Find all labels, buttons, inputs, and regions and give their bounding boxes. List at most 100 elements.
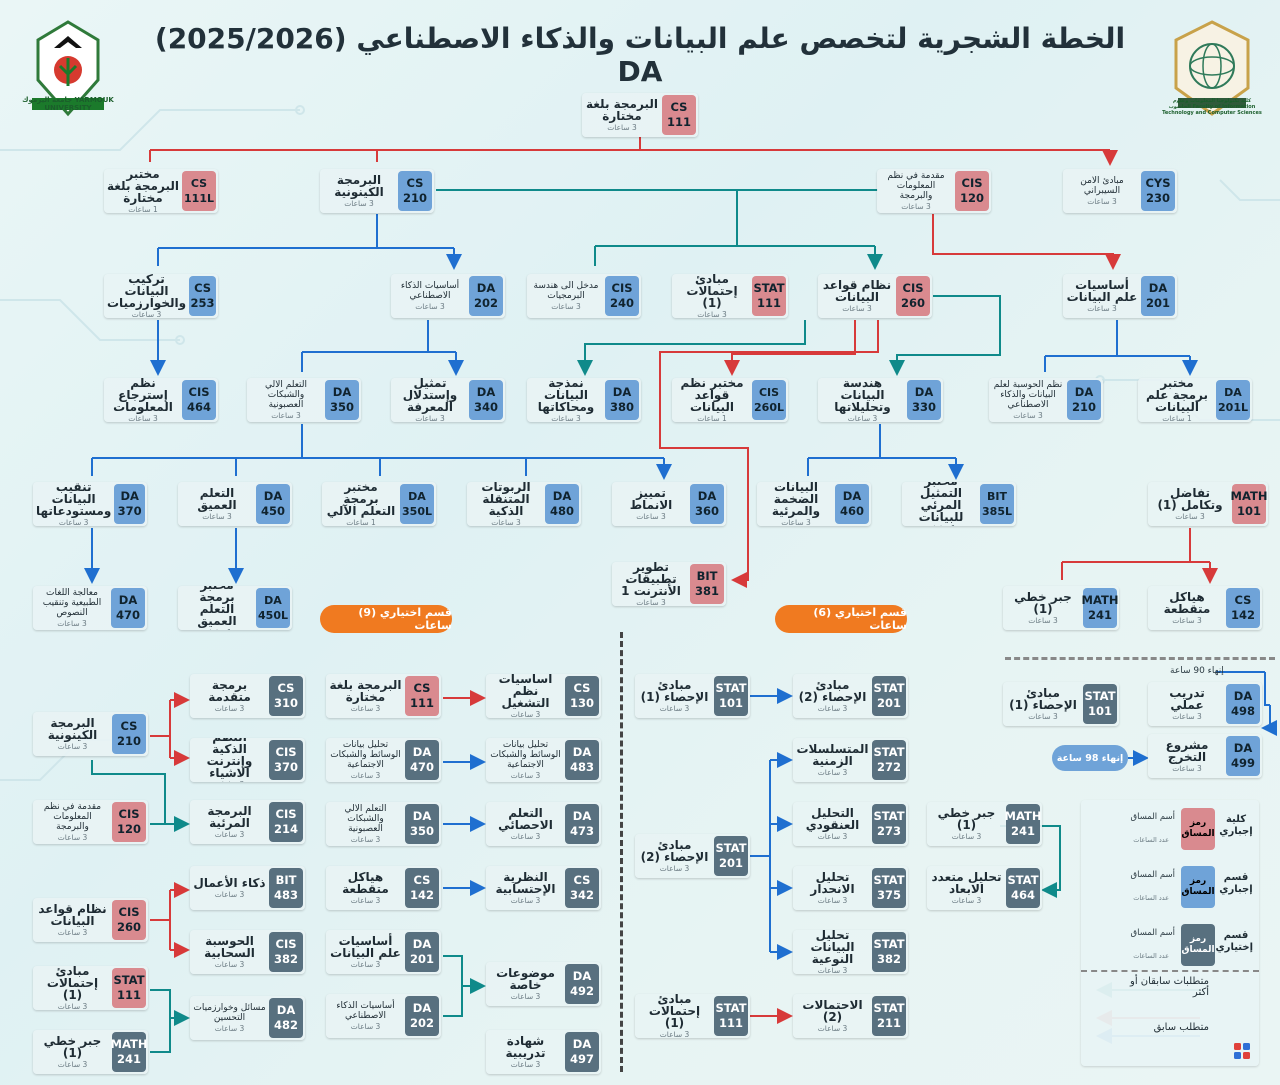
course-credit-hours: 3 ساعات — [551, 414, 581, 422]
course-code-prefix: DA — [412, 745, 432, 759]
course-code-number: 482 — [274, 1018, 299, 1032]
legend-divider — [1081, 970, 1259, 972]
course-name: هياكل متقطعة — [1163, 590, 1211, 616]
course-code-prefix: BIT — [987, 490, 1007, 503]
course-name: مختبر البرمجة بلغة مختارة — [107, 169, 179, 205]
course-credit-hours: 3 ساعات — [510, 771, 541, 780]
course-code-prefix: MATH — [1081, 593, 1119, 607]
course-credit-hours: 1 ساعات — [926, 524, 956, 526]
course-code-number: 210 — [117, 734, 142, 748]
course-code-prefix: CIS — [118, 905, 140, 919]
course-code-number: 101 — [1237, 504, 1262, 518]
course-code-number: 142 — [1231, 608, 1256, 622]
course-code-prefix: CIS — [275, 937, 297, 951]
course-credit-hours: 3 ساعات — [1028, 616, 1058, 625]
course-code-prefix: STAT — [873, 873, 905, 887]
course-code-prefix: CIS — [118, 807, 140, 821]
course-code-number: 202 — [474, 296, 499, 310]
course-credit-hours: 3 ساعات — [350, 960, 381, 969]
course-code-number: 340 — [474, 400, 499, 414]
course-code-prefix: DA — [914, 385, 934, 399]
course-code-number: 273 — [877, 824, 902, 838]
course-name: مبادئ إحتمالات (1) — [648, 994, 701, 1030]
course-code-number: 330 — [912, 400, 937, 414]
legend-code-swatch: رمز المساق — [1181, 808, 1215, 850]
legend-code-swatch: رمز المساق — [1181, 866, 1215, 908]
course-name: نظام قواعد البيانات — [822, 278, 892, 304]
course-code-number: 350L — [402, 505, 432, 518]
course-credit-hours: 3 ساعات — [817, 896, 848, 905]
course-credit-hours: 3 ساعات — [697, 310, 727, 318]
course-code-prefix: DA — [412, 937, 432, 951]
course-code-number: 201 — [877, 696, 902, 710]
course-name: البرمجة بلغة مختارة — [329, 678, 402, 704]
course-code-number: 211 — [877, 1016, 902, 1030]
course-code-number: 370 — [117, 504, 142, 518]
course-code-prefix: DA — [120, 489, 139, 503]
course-name: مبادئ الإحصاء (1) — [1009, 686, 1077, 712]
right-logo-text: كلية تكنولوجيا المعلومات وعلوم الحاسوب F… — [1162, 98, 1262, 116]
course-credit-hours: 3 ساعات — [659, 704, 690, 713]
course-code-number: 240 — [610, 296, 635, 310]
course-credit-hours: 3 ساعات — [57, 1002, 88, 1010]
course-credit-hours: 3 ساعات — [214, 960, 245, 969]
course-code-prefix: CIS — [758, 386, 780, 399]
legend-cred: عدد الساعات — [1133, 894, 1169, 902]
course-name: نمذجة البيانات ومحاكاتها — [537, 378, 595, 414]
course-credit-hours: 3 ساعات — [1172, 616, 1202, 625]
course-name: التعلم الالي والشبكات العصبونية — [344, 804, 387, 834]
course-code-prefix: STAT — [873, 809, 905, 823]
course-code-number: 360 — [695, 504, 720, 518]
course-code-number: 214 — [274, 822, 299, 836]
course-name: تحليل البيانات النوعية — [810, 930, 855, 966]
course-name: جبر خطي (1) — [1014, 590, 1072, 616]
course-code-number: 498 — [1231, 704, 1256, 718]
course-name: أساسيات علم البيانات — [1066, 278, 1138, 304]
course-credit-hours: 3 ساعات — [350, 1022, 381, 1031]
finish-90-hours-label: إنهاء 90 ساعة — [1170, 666, 1224, 676]
course-code-number: 483 — [570, 760, 595, 774]
course-code-number: 385L — [982, 505, 1012, 518]
legend-cred: عدد الساعات — [1133, 952, 1169, 960]
course-name: جبر خطي (1) — [43, 1034, 102, 1060]
course-code-prefix: DA — [1233, 741, 1253, 755]
course-name: تمييز الانماط — [629, 486, 673, 512]
course-credit-hours: 3 ساعات — [1175, 512, 1205, 521]
course-name: نظم الحوسبة لعلم البيانات والذكاء الاصطن… — [993, 380, 1063, 410]
course-name: نظم إسترجاع المعلومات — [113, 378, 173, 414]
course-credit-hours: 3 ساعات — [847, 414, 878, 422]
course-credit-hours: 3 ساعات — [57, 619, 87, 628]
